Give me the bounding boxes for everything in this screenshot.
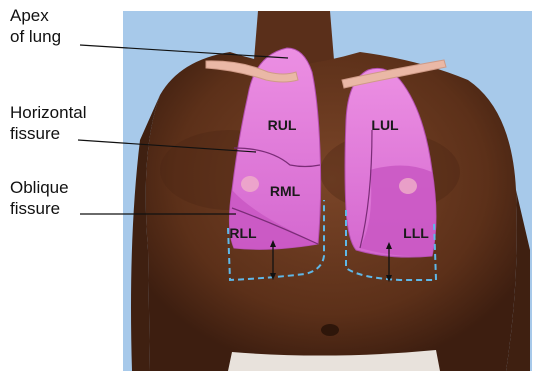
left-nipple [399,178,417,194]
apex-label: Apex of lung [10,5,61,47]
left-lower-lobe [360,165,436,256]
horizontal-fissure-label: Horizontal fissure [10,102,87,144]
lobe-label-lul: LUL [371,117,398,133]
horizontal-fissure-label-line-2: fissure [10,123,87,144]
oblique-fissure-label-line-1: Oblique [10,177,69,198]
lobe-label-rll: RLL [229,225,256,241]
navel [321,324,339,336]
horizontal-fissure-label-line-1: Horizontal [10,102,87,123]
apex-label-line-2: of lung [10,26,61,47]
lobe-label-lll: LLL [403,225,429,241]
lobe-label-rul: RUL [268,117,297,133]
right-nipple [241,176,259,192]
oblique-fissure-label: Oblique fissure [10,177,69,219]
oblique-fissure-label-line-2: fissure [10,198,69,219]
lobe-label-rml: RML [270,183,300,199]
apex-label-line-1: Apex [10,5,61,26]
torso [146,52,517,371]
